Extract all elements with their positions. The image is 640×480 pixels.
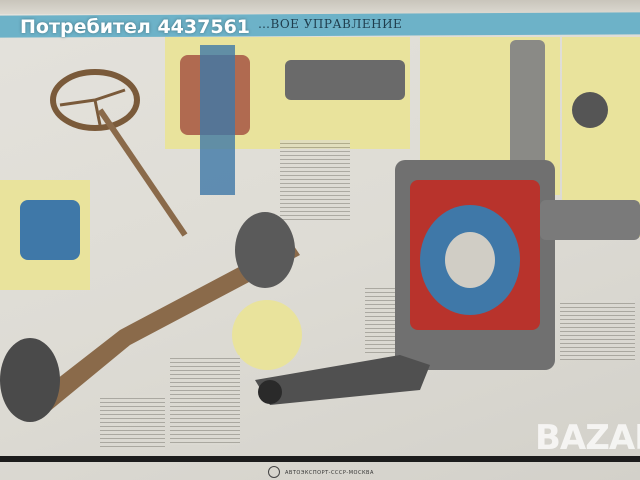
legend-list bbox=[560, 300, 635, 360]
legend-list bbox=[100, 395, 165, 450]
wheel-hub bbox=[235, 212, 295, 288]
front-axle bbox=[30, 240, 300, 415]
bearing bbox=[572, 92, 608, 128]
poster-top-edge bbox=[0, 0, 640, 14]
steering-column bbox=[97, 108, 188, 237]
panel-circle-detail bbox=[232, 300, 302, 370]
seller-watermark: Потребител 4437561 bbox=[20, 16, 251, 38]
publisher-name: АВТОЭКСПОРТ-СССР-МОСКВА bbox=[285, 470, 374, 476]
steering-wheel bbox=[50, 69, 140, 131]
ball-joint bbox=[20, 200, 80, 260]
steering-gearbox bbox=[395, 160, 640, 370]
publisher-logo-icon bbox=[268, 466, 280, 478]
legend-list bbox=[170, 355, 240, 445]
pitman-arm bbox=[255, 355, 430, 405]
poster-title: …ВОЕ УПРАВЛЕНИЕ bbox=[258, 17, 403, 31]
bazar-logo-watermark: BAZAR bbox=[535, 418, 640, 458]
poster-bottom-border bbox=[0, 456, 640, 462]
wheel-hub bbox=[0, 338, 60, 422]
universal-joint bbox=[285, 60, 405, 100]
pitman-shaft bbox=[510, 40, 545, 190]
legend-list bbox=[280, 140, 350, 220]
